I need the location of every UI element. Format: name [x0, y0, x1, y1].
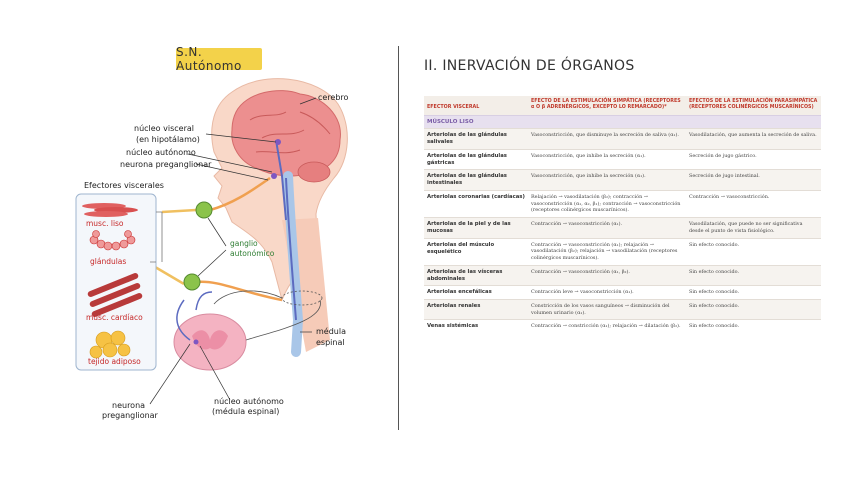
label-preganglionar-bottom: preganglionar [102, 411, 159, 420]
nucleo-autonomo-dot [271, 173, 277, 179]
nucleo-visceral-dot [275, 139, 281, 145]
table-section-row: MÚSCULO LISO [424, 114, 821, 129]
cell-parasympathetic: Vasodilatación, que puede no ser signifi… [686, 217, 821, 239]
label-efectores-viscerales: Efectores viscerales [84, 181, 164, 190]
header-parasimpatica: EFECTOS DE LA ESTIMULACIÓN PARASIMPÁTICA… [686, 96, 821, 116]
label-glandulas: glándulas [90, 257, 126, 266]
table-row: Arteriolas de las vísceras abdominales C… [424, 264, 821, 286]
header-efector: EFECTOR VISCERAL [424, 96, 528, 116]
preganglionic-fiber-upper [209, 176, 271, 212]
table-header-row: EFECTOR VISCERAL EFECTO DE LA ESTIMULACI… [424, 96, 821, 116]
table-row: Arteriolas de las glándulas salivales Va… [424, 127, 821, 150]
cell-sympathetic: Vasoconstricción, que inhibe la secreció… [528, 169, 686, 191]
cell-parasympathetic: Sin efecto conocido. [686, 299, 821, 320]
cell-sympathetic: Contracción → constricción (α₁); relajac… [528, 319, 686, 334]
label-ganglio: ganglio [230, 239, 258, 248]
label-musc-liso: musc. liso [86, 219, 124, 228]
header-simpatica: EFECTO DE LA ESTIMULACIÓN SIMPÁTICA (REC… [528, 96, 686, 116]
cell-sympathetic: Contracción → vasoconstricción (α₁, β₂). [528, 264, 686, 286]
cell-parasympathetic: Secreción de jugo intestinal. [686, 169, 821, 191]
table-row: Arteriolas de las glándulas intestinales… [424, 169, 821, 191]
preganglionic-fiber-lower [195, 280, 283, 302]
cell-sympathetic: Contracción → vasoconstricción (α₁); rel… [528, 237, 686, 266]
brain [231, 90, 341, 177]
cell-organ: Arteriolas de las glándulas salivales [424, 127, 528, 150]
label-musc-cardiaco: musc. cardíaco [86, 313, 143, 322]
cell-organ: Arteriolas renales [424, 299, 528, 320]
section-label: MÚSCULO LISO [424, 114, 821, 129]
label-medula-espinal-bottom: (médula espinal) [212, 406, 279, 416]
smooth-muscle-icon [82, 203, 138, 217]
cell-sympathetic: Contracción → vasoconstricción (α₁). [528, 217, 686, 239]
cell-organ: Arteriolas de las vísceras abdominales [424, 264, 528, 286]
cardiac-muscle-icon [87, 273, 143, 317]
cell-organ: Arteriolas de las glándulas gástricas [424, 148, 528, 170]
postganglionic-fiber-upper [161, 208, 197, 214]
cerebellum [297, 161, 331, 183]
cell-parasympathetic: Sin efecto conocido. [686, 264, 821, 286]
section-title: II. INERVACIÓN DE ÓRGANOS [424, 58, 635, 74]
cell-parasympathetic: Sin efecto conocido. [686, 319, 821, 334]
cell-organ: Arteriolas de las glándulas intestinales [424, 169, 528, 191]
vertical-divider [398, 46, 399, 430]
label-en-hipotalamo: (en hipotálamo) [136, 135, 200, 144]
label-nucleo-autonomo-bottom: núcleo autónomo [214, 396, 284, 406]
label-medula: médula [316, 326, 346, 336]
label-cerebro: cerebro [318, 93, 349, 102]
cell-organ: Arteriolas coronarias (cardíacas) [424, 190, 528, 218]
cell-sympathetic: Vasoconstricción, que disminuye la secre… [528, 127, 686, 150]
label-nucleo-autonomo: núcleo autónomo [126, 147, 196, 157]
cell-organ: Arteriolas encefálicas [424, 285, 528, 300]
cell-sympathetic: Contracción leve → vasoconstricción (α₁)… [528, 285, 686, 300]
ganglio-lower [183, 273, 201, 291]
label-neurona-preganglionar: neurona preganglionar [120, 160, 212, 169]
spinal-cord [283, 171, 304, 357]
cell-sympathetic: Vasoconstricción, que inhibe la secreció… [528, 148, 686, 170]
label-neurona-bottom: neurona [112, 401, 145, 410]
label-espinal: espinal [316, 338, 345, 347]
table-row: Arteriolas renales Constricción de los v… [424, 299, 821, 320]
cell-parasympathetic: Secreción de jugo gástrico. [686, 148, 821, 170]
table-row: Venas sistémicas Contracción → constricc… [424, 319, 821, 334]
cell-organ: Venas sistémicas [424, 319, 528, 334]
gland-icon [89, 230, 136, 251]
left-panel: S.N. Autónomo [0, 0, 398, 477]
table-row: Arteriolas encefálicas Contracción leve … [424, 285, 821, 300]
innervation-table: EFECTOR VISCERAL EFECTO DE LA ESTIMULACI… [424, 96, 821, 334]
cell-organ: Arteriolas del músculo esquelético [424, 237, 528, 266]
cell-parasympathetic: Vasodilatación, que aumenta la secreción… [686, 127, 821, 150]
label-nucleo-visceral: núcleo visceral [134, 124, 194, 133]
table-row: Arteriolas de la piel y de las mucosas C… [424, 217, 821, 239]
table-row: Arteriolas de las glándulas gástricas Va… [424, 148, 821, 170]
cell-parasympathetic: Sin efecto conocido. [686, 237, 821, 266]
label-autonomico: autonómico [230, 249, 275, 258]
table-row: Arteriolas del músculo esquelético Contr… [424, 237, 821, 266]
autonomic-nervous-system-diagram: cerebro núcleo visceral (en hipotálamo) … [75, 78, 349, 420]
ganglio-upper [195, 201, 213, 219]
cell-parasympathetic: Sin efecto conocido. [686, 285, 821, 300]
cell-sympathetic: Relajación → vasodilatación (β₂); contra… [528, 190, 686, 218]
page-title: S.N. Autónomo [176, 45, 262, 73]
table-row: Arteriolas coronarias (cardíacas) Relaja… [424, 190, 821, 218]
cell-organ: Arteriolas de la piel y de las mucosas [424, 217, 528, 239]
label-tejido-adiposo: tejido adiposo [88, 357, 141, 366]
cell-parasympathetic: Contracción → vasoconstricción. [686, 190, 821, 218]
cell-sympathetic: Constricción de los vasos sanguíneos → d… [528, 299, 686, 320]
adipose-tissue-icon [89, 330, 131, 359]
